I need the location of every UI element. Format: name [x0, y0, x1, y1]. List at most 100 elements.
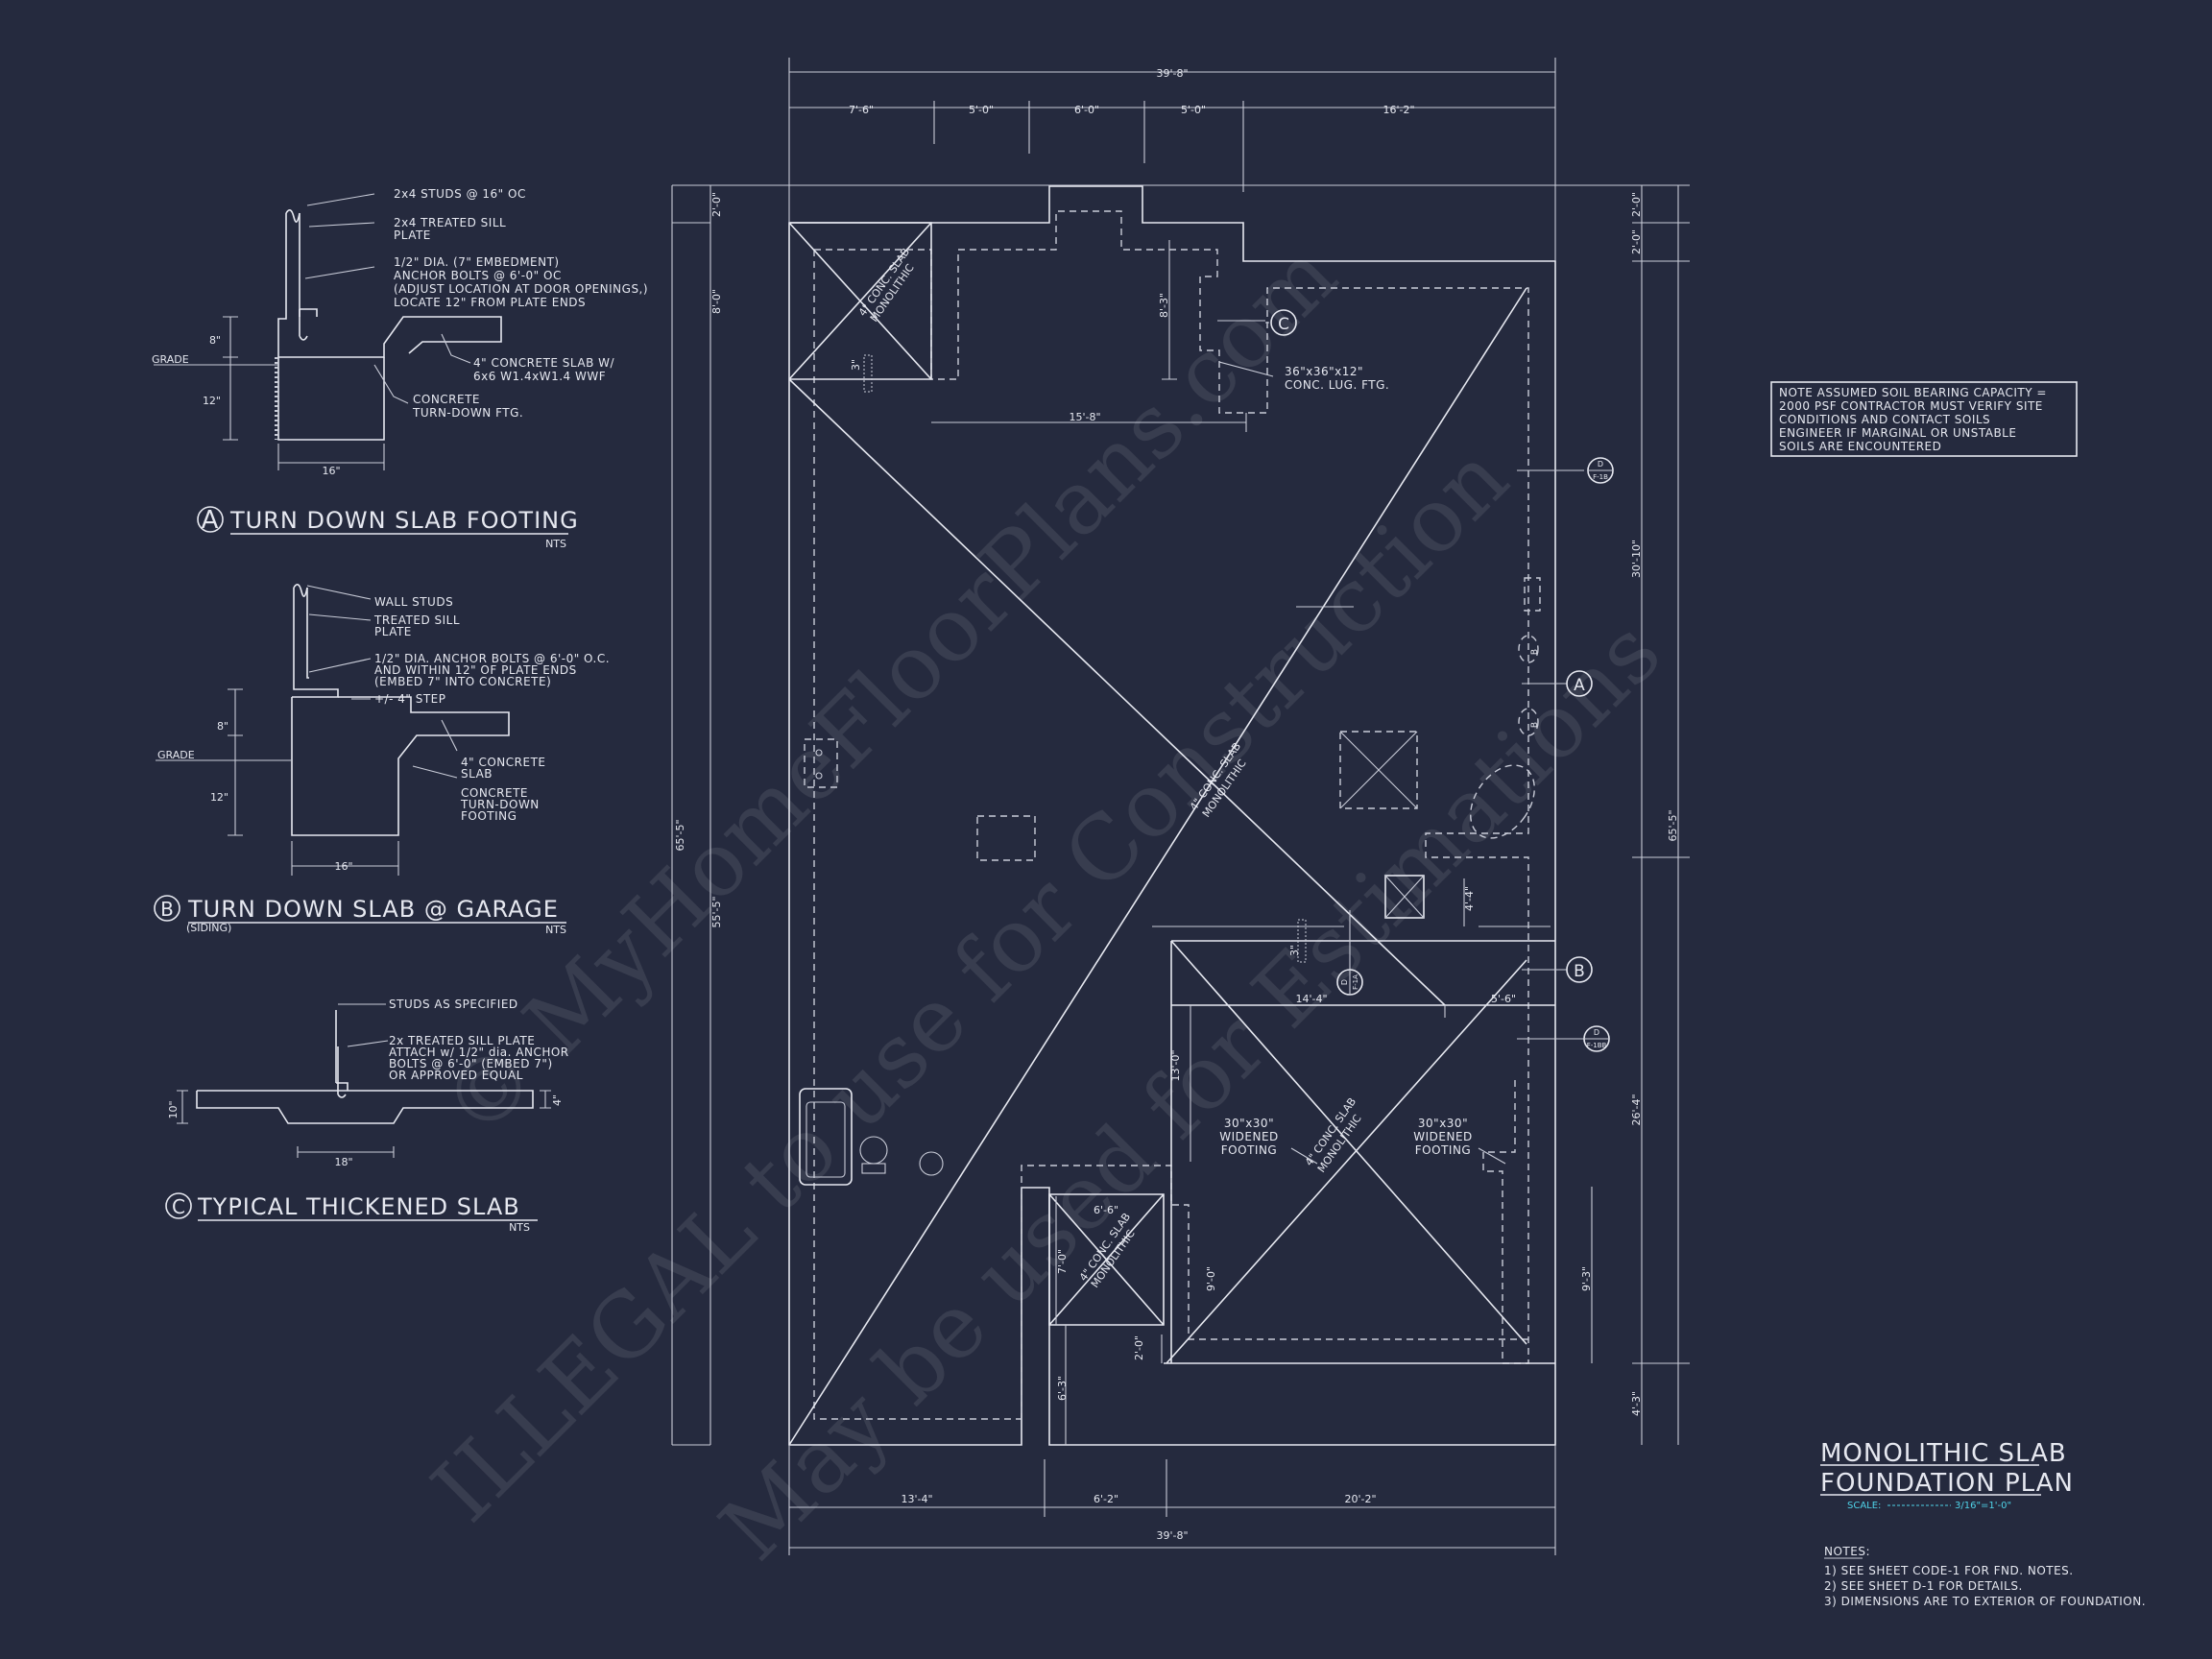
toilet-tub-left	[799, 1088, 853, 1186]
watermark: © MyHomeFloorPlans.com ILLEGAL to use fo…	[413, 224, 1680, 1580]
dim-int-8-3: 8'-3"	[1158, 293, 1170, 318]
widened-footing-right-1: 30"x30"	[1418, 1117, 1468, 1130]
detail-a-height-8: 8"	[209, 334, 221, 347]
lug-footing-label: CONC. LUG. FTG.	[1285, 378, 1389, 392]
detail-c-thickness-4: 4"	[551, 1094, 564, 1106]
detail-c-title: TYPICAL THICKENED SLAB	[197, 1193, 520, 1220]
detail-a-nts: NTS	[545, 538, 566, 550]
dim-right-4: 26'-4"	[1630, 1094, 1643, 1125]
dim-left-2: 8'-0"	[710, 289, 723, 314]
dim-top-seg-2: 5'-0"	[969, 104, 994, 116]
detail-a-grade-label: GRADE	[152, 353, 189, 366]
detail-a-callout-1: 2x4 STUDS @ 16" OC	[394, 187, 526, 201]
detail-c-callout-1: STUDS AS SPECIFIED	[389, 998, 518, 1011]
detail-b-callout-8: 4" CONCRETE	[461, 756, 545, 769]
detail-b-height-12: 12"	[210, 791, 228, 804]
detail-a-callout-3: PLATE	[394, 228, 431, 242]
detail-tag-1-top: D	[1598, 460, 1603, 469]
detail-tag-3-bot: F-1A	[1352, 974, 1359, 990]
dim-bottom-seg-1: 13'-4"	[901, 1493, 932, 1505]
section-marker-a-label: A	[1574, 676, 1585, 695]
detail-a-width-16: 16"	[322, 465, 340, 477]
dim-bottom-seg-2: 6'-2"	[1094, 1493, 1118, 1505]
detail-b-callout-6: (EMBED 7" INTO CONCRETE)	[374, 675, 551, 688]
detail-b-callout-1: WALL STUDS	[374, 595, 453, 609]
pier-footing-square	[1339, 731, 1418, 809]
dim-top-overall: 39'-8"	[1156, 67, 1188, 80]
dim-left-3: 55'-5"	[710, 896, 723, 927]
scale-label: SCALE:	[1847, 1501, 1881, 1511]
dim-left-1: 2'-0"	[710, 192, 723, 217]
note-line-5: SOILS ARE ENCOUNTERED	[1779, 440, 1941, 453]
detail-a-callout-2: 2x4 TREATED SILL	[394, 216, 506, 229]
detail-a-callout-8: 4" CONCRETE SLAB W/	[473, 356, 614, 370]
dim-int-7-0: 7'-0"	[1056, 1249, 1069, 1274]
dim-right-2: 2'-0"	[1630, 229, 1643, 254]
detail-c-marker	[165, 1192, 192, 1219]
detail-c-nts: NTS	[509, 1221, 530, 1234]
detail-c-callout-4: BOLTS @ 6'-0" (EMBED 7")	[389, 1057, 553, 1070]
note-line-1: NOTE ASSUMED SOIL BEARING CAPACITY =	[1779, 386, 2047, 399]
detail-a-marker	[197, 506, 224, 533]
notes-header: NOTES:	[1824, 1545, 1870, 1558]
detail-tag-2-bot: F-1BB	[1587, 1042, 1607, 1049]
detail-a-callout-7: LOCATE 12" FROM PLATE ENDS	[394, 296, 586, 309]
detail-b-callout-2: TREATED SILL	[373, 613, 460, 627]
section-marker-c[interactable]	[1270, 309, 1297, 336]
plan-title-line-1: MONOLITHIC SLAB	[1820, 1439, 2067, 1468]
note-line-2: 2000 PSF CONTRACTOR MUST VERIFY SITE	[1779, 399, 2043, 413]
detail-b-callout-5: AND WITHIN 12" OF PLATE ENDS	[374, 663, 577, 677]
detail-c-height-10: 10"	[167, 1100, 180, 1118]
detail-b-width-16: 16"	[334, 860, 352, 873]
dim-top-seg-4: 5'-0"	[1181, 104, 1206, 116]
tub-outline	[1470, 764, 1535, 839]
section-marker-a[interactable]	[1566, 670, 1593, 697]
detail-b-callout-3: PLATE	[374, 625, 412, 638]
detail-b-callout-9: SLAB	[461, 767, 493, 781]
dim-right-3: 30'-10"	[1630, 540, 1643, 578]
lug-footing-size: 36"x36"x12"	[1285, 365, 1363, 378]
detail-a-turn-down-slab-footing: 8" 12" 16" GRADE 2x4 STUDS @ 16" OC 2x4 …	[152, 187, 648, 550]
slab-diagonals	[788, 287, 1527, 1446]
dim-int-3-b: 3"	[1288, 945, 1301, 956]
dim-int-14-4: 14'-4"	[1295, 993, 1327, 1005]
section-marker-b[interactable]	[1566, 956, 1593, 983]
dim-int-9-0: 9'-0"	[1205, 1266, 1217, 1291]
dim-int-13-0: 13'-0"	[1169, 1049, 1182, 1081]
pad-footing	[976, 815, 1036, 861]
dim-right-1: 2'-0"	[1630, 192, 1643, 217]
detail-tag-3[interactable]: D F-1A	[1336, 969, 1363, 996]
plumb-tag-1: B	[1530, 649, 1540, 655]
detail-tag-1[interactable]: D F-1B	[1587, 457, 1614, 484]
detail-c-width-18: 18"	[334, 1156, 352, 1168]
detail-a-callout-4: 1/2" DIA. (7" EMBEDMENT)	[394, 255, 560, 269]
detail-b-letter: B	[160, 898, 174, 921]
note-line-3: CONDITIONS AND CONTACT SOILS	[1779, 413, 1990, 426]
detail-c-typical-thickened-slab: 10" 4" 18" STUDS AS SPECIFIED 2x TREATED…	[165, 998, 568, 1234]
detail-tag-2[interactable]: D F-1BB	[1583, 1025, 1610, 1052]
section-marker-c-label: C	[1278, 315, 1289, 334]
dim-top-seg-3: 6'-0"	[1074, 104, 1099, 116]
plan-title-line-2: FOUNDATION PLAN	[1820, 1469, 2074, 1498]
detail-a-callout-11: TURN-DOWN FTG.	[412, 406, 523, 420]
detail-b-callout-7: +/- 4" STEP	[374, 692, 445, 706]
dim-bottom-overall: 39'-8"	[1156, 1529, 1188, 1542]
detail-tag-2-top: D	[1594, 1028, 1599, 1037]
dim-int-5-6: 5'-6"	[1491, 993, 1516, 1005]
widened-footing-left-2: WIDENED	[1219, 1130, 1279, 1143]
soil-bearing-note: NOTE ASSUMED SOIL BEARING CAPACITY = 200…	[1770, 381, 2078, 457]
detail-a-title: TURN DOWN SLAB FOOTING	[229, 507, 579, 534]
widened-footing-left-1: 30"x30"	[1224, 1117, 1274, 1130]
detail-b-height-8: 8"	[217, 720, 228, 733]
widened-footing-right-3: FOOTING	[1415, 1143, 1471, 1157]
detail-b-subtitle: (SIDING)	[186, 922, 231, 934]
scale-value: 3/16"=1'-0"	[1955, 1501, 2011, 1511]
dim-int-3-a: 3"	[850, 359, 862, 371]
plumb-tag-2: B	[1530, 722, 1540, 728]
dim-int-9-3: 9'-3"	[1580, 1266, 1593, 1291]
detail-b-marker	[154, 895, 180, 922]
note-2: 2) SEE SHEET D-1 FOR DETAILS.	[1824, 1579, 2023, 1593]
note-line-4: ENGINEER IF MARGINAL OR UNSTABLE	[1779, 426, 2016, 440]
detail-b-turn-down-slab-garage: 8" 12" 16" GRADE WALL STUDS TREATED SILL…	[154, 584, 610, 936]
